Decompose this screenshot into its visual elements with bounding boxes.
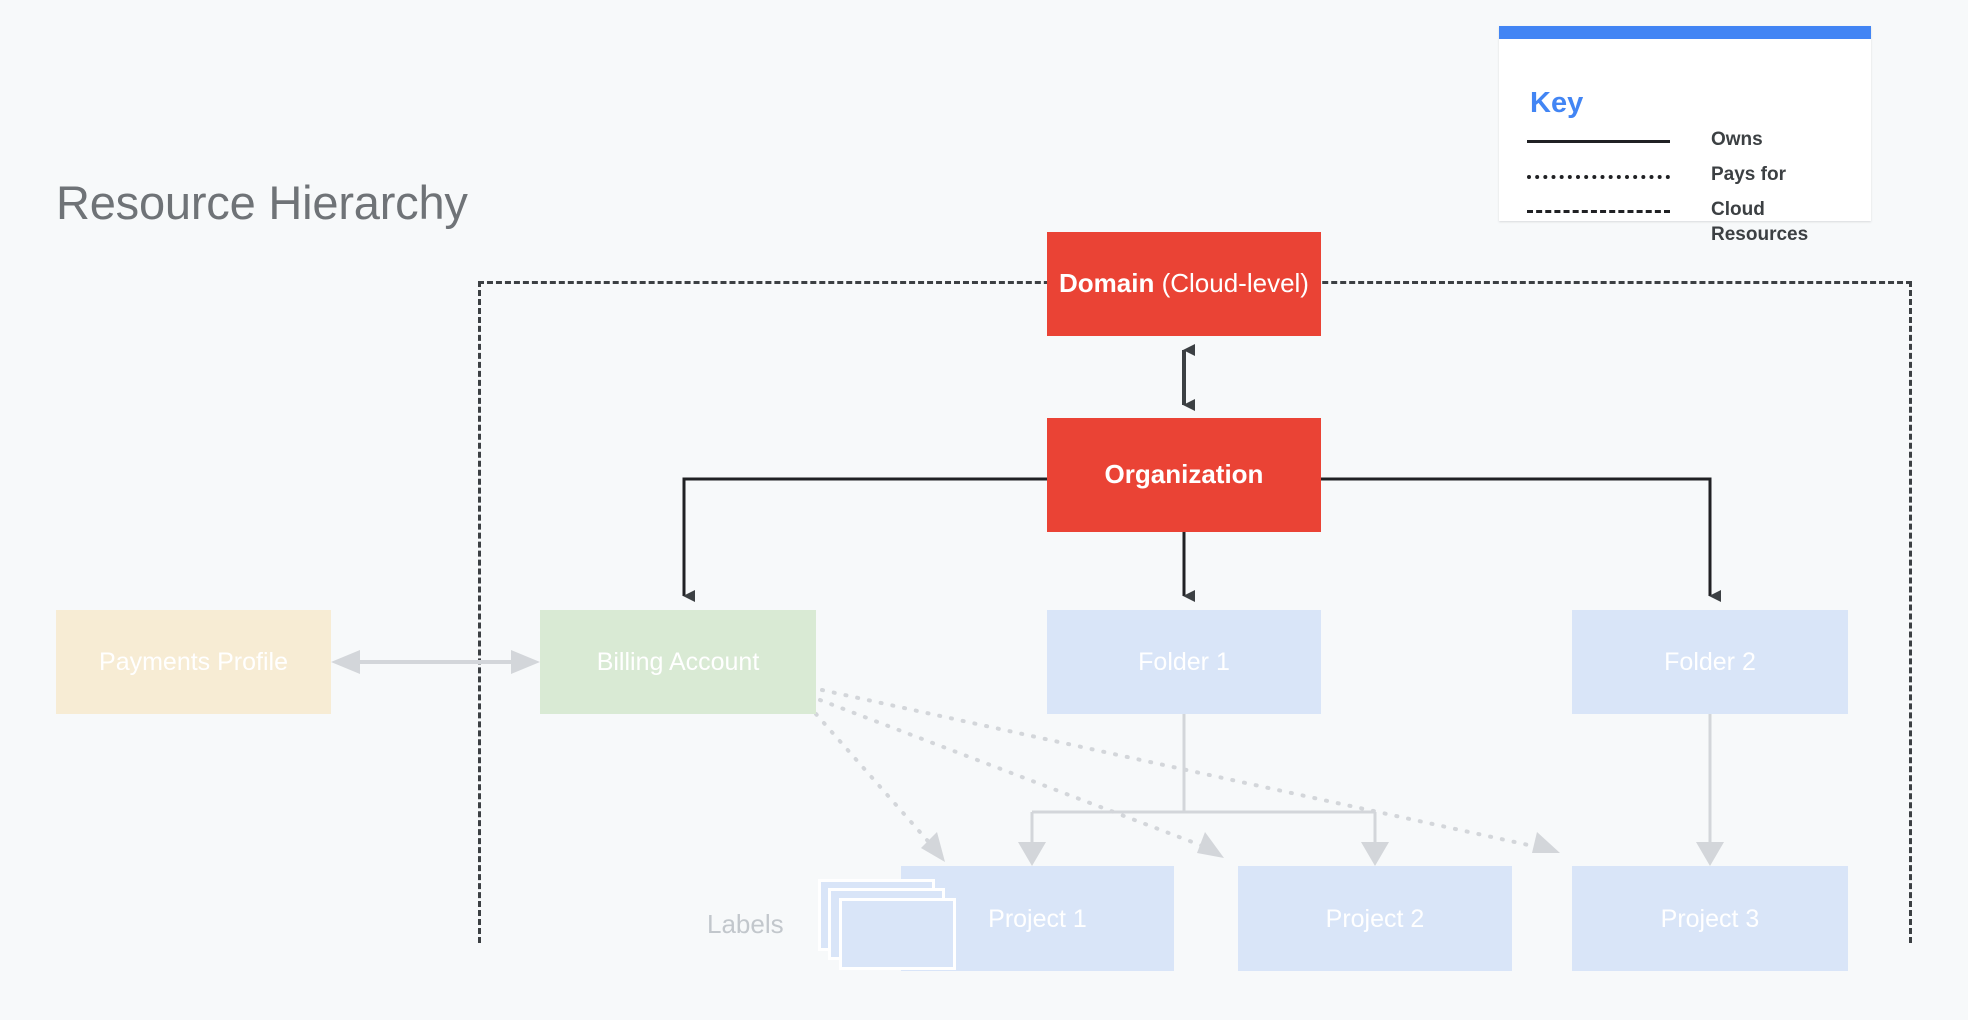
legend-row-owns: Owns [1499,127,1871,157]
legend-swatch-solid-line [1527,140,1670,143]
legend-label-owns: Owns [1711,129,1763,150]
labels-stack-icon[interactable] [818,879,958,975]
node-project-1-label: Project 1 [988,904,1087,933]
node-payments-profile-label: Payments Profile [99,648,288,676]
edge-folder-1-projects [1018,714,1389,866]
node-project-2[interactable]: Project 2 [1238,866,1512,971]
legend-row-pays-for: Pays for [1499,162,1871,192]
node-folder-1-label: Folder 1 [1138,648,1230,676]
node-billing-account[interactable]: Billing Account [540,610,816,714]
page-title: Resource Hierarchy [56,176,468,229]
node-domain[interactable]: Domain (Cloud-level) [1047,232,1321,336]
edge-billing-account-project-1 [814,712,945,862]
node-payments-profile[interactable]: Payments Profile [56,610,331,714]
node-organization-label: Organization [1104,459,1264,490]
legend-row-cloud-resources: Cloud Resources [1499,197,1871,257]
legend-label-pays-for: Pays for [1711,164,1786,185]
node-folder-2[interactable]: Folder 2 [1572,610,1848,714]
labels-caption: Labels [707,909,784,939]
edge-folder-2-project-3 [1696,714,1724,866]
edge-billing-account-project-3 [820,688,1560,853]
legend-body: Key Owns Pays for Cloud Resources [1499,39,1871,245]
label-card-front [839,898,956,970]
edge-organization-billing-account [682,477,1047,602]
legend-swatch-dashed-line [1527,210,1670,213]
node-project-3[interactable]: Project 3 [1572,866,1848,971]
node-project-3-label: Project 3 [1660,904,1760,933]
edge-billing-account-project-2 [818,698,1224,858]
edge-organization-folder-2 [1321,477,1721,602]
node-project-2-label: Project 2 [1325,904,1425,933]
node-organization[interactable]: Organization [1047,418,1321,532]
node-folder-2-label: Folder 2 [1664,648,1756,676]
legend-label-cloud-resources: Cloud Resources [1711,199,1809,245]
node-folder-1[interactable]: Folder 1 [1047,610,1321,714]
legend-swatch-dotted-line [1527,175,1670,179]
node-billing-account-label: Billing Account [596,648,760,676]
legend-panel: Key Owns Pays for Cloud Resources [1499,26,1871,245]
edge-payments-profile-billing-account [331,650,540,674]
node-domain-label-rest: (Cloud-level) [1154,268,1309,299]
legend-accent-bar [1499,26,1871,39]
legend-heading: Key [1530,87,1584,119]
node-domain-label-bold: Domain [1059,268,1155,299]
